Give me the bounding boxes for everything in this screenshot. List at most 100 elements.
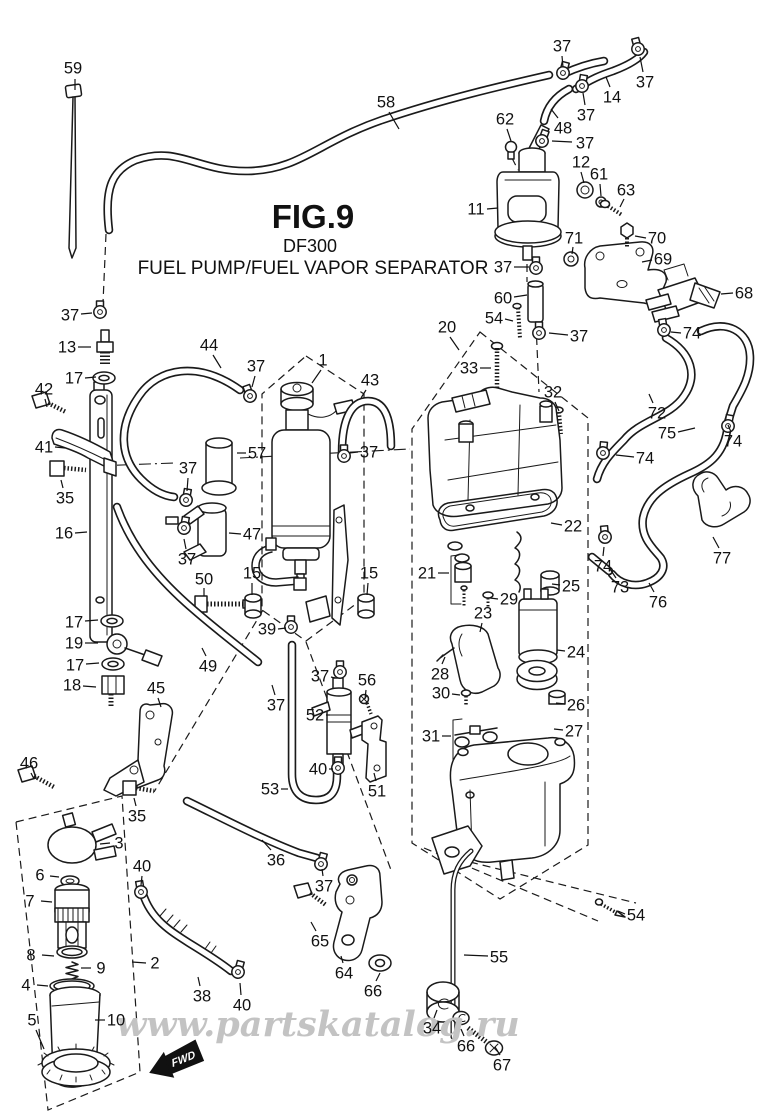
callout-9: 9 <box>96 960 105 978</box>
callout-leader-34 <box>433 1009 438 1019</box>
hose-58 <box>103 70 554 235</box>
callout-leader-41 <box>54 446 66 449</box>
callout-leader-24 <box>556 649 566 652</box>
callout-leader-26 <box>555 702 566 705</box>
callout-42: 42 <box>35 381 53 399</box>
callout-leader-37 <box>348 451 359 454</box>
hose-38 <box>132 879 248 981</box>
callout-leader-42 <box>44 398 48 408</box>
callout-leader-23 <box>479 622 483 633</box>
vst-internal-parts <box>436 531 566 770</box>
callout-59: 59 <box>64 60 82 78</box>
callout-44: 44 <box>200 337 218 355</box>
part-11-filter-canister <box>494 140 624 275</box>
callout-40: 40 <box>133 858 151 876</box>
callout-49: 49 <box>199 658 217 676</box>
callout-leader-54 <box>504 318 514 322</box>
callout-37: 37 <box>570 328 588 346</box>
callout-16: 16 <box>55 525 73 543</box>
callout-leader-74 <box>670 331 682 334</box>
callout-leader-22 <box>550 522 563 526</box>
callout-leader-37 <box>551 140 573 143</box>
callout-leader-43 <box>360 389 367 399</box>
part-59-cable-tie <box>64 83 83 259</box>
callout-36: 36 <box>267 852 285 870</box>
callout-17: 17 <box>65 370 83 388</box>
callout-56: 56 <box>358 672 376 690</box>
callout-74: 74 <box>594 558 612 576</box>
callout-leader-71 <box>571 246 574 255</box>
callout-6: 6 <box>35 867 44 885</box>
callout-leader-2 <box>131 961 147 964</box>
watermark: www.partskatalog.ru <box>116 1004 519 1045</box>
callout-29: 29 <box>500 591 518 609</box>
callout-leader-40 <box>140 875 143 886</box>
callout-leader-37 <box>271 684 276 696</box>
callout-leader-25 <box>551 583 561 586</box>
callout-31: 31 <box>422 728 440 746</box>
callout-leader-60 <box>513 294 528 298</box>
callout-leader-40 <box>239 982 242 996</box>
callout-62: 62 <box>496 111 514 129</box>
parts-64-65-66-bracket <box>293 864 392 972</box>
callout-73: 73 <box>611 579 629 597</box>
part-16-rail-and-fittings <box>31 300 117 643</box>
callout-15: 15 <box>243 565 261 583</box>
callout-70: 70 <box>648 230 666 248</box>
callout-37: 37 <box>179 460 197 478</box>
callout-1: 1 <box>318 352 327 370</box>
callout-69: 69 <box>654 251 672 269</box>
callout-66: 66 <box>457 1038 475 1056</box>
part-20-vapor-separator-body <box>427 386 563 551</box>
callout-leader-77 <box>712 536 720 549</box>
callout-37: 37 <box>267 697 285 715</box>
callout-11: 11 <box>467 201 484 219</box>
callout-leader-48 <box>550 108 559 119</box>
callout-71: 71 <box>565 230 583 248</box>
callout-12: 12 <box>572 154 590 172</box>
callout-38: 38 <box>193 988 211 1006</box>
callout-leader-3 <box>99 842 111 845</box>
callout-leader-47 <box>228 532 242 535</box>
hose-36 <box>182 796 331 873</box>
callout-24: 24 <box>567 644 585 662</box>
callout-37: 37 <box>577 107 595 125</box>
callout-27: 27 <box>565 723 583 741</box>
callout-19: 19 <box>65 635 83 653</box>
callout-18: 18 <box>63 677 81 695</box>
callout-67: 67 <box>493 1057 511 1075</box>
callout-40: 40 <box>309 761 327 779</box>
figure-subtitle: FUEL PUMP/FUEL VAPOR SEPARATOR <box>138 258 489 279</box>
callout-48: 48 <box>554 120 572 138</box>
callout-74: 74 <box>683 325 701 343</box>
parts-52-53-51-56 <box>287 640 387 805</box>
callout-leader-62 <box>506 128 512 142</box>
callout-leader-72 <box>648 393 654 404</box>
callout-37: 37 <box>636 74 654 92</box>
callout-23: 23 <box>474 605 492 623</box>
model-label: DF300 <box>283 236 337 256</box>
callout-21: 21 <box>418 565 436 583</box>
callout-leader-37 <box>251 375 256 388</box>
callout-leader-45 <box>157 697 162 708</box>
callout-35: 35 <box>128 808 146 826</box>
callout-leader-35 <box>133 797 137 807</box>
callout-13: 13 <box>58 339 76 357</box>
callout-61: 61 <box>590 166 608 184</box>
fwd-direction-arrow: FWD <box>149 1039 205 1078</box>
callout-leader-37 <box>80 312 93 315</box>
callout-7: 7 <box>25 893 34 911</box>
callout-37: 37 <box>360 444 378 462</box>
callout-leader-51 <box>373 772 377 782</box>
hoses-44-43-49 <box>112 366 396 667</box>
callout-leader-37 <box>582 92 586 106</box>
callout-leader-36 <box>261 839 272 851</box>
callout-leader-64 <box>340 955 344 964</box>
callout-40: 40 <box>233 997 251 1015</box>
callout-74: 74 <box>724 433 742 451</box>
callout-leader-20 <box>449 336 460 351</box>
callout-55: 55 <box>490 949 508 967</box>
callout-leader-17 <box>84 619 99 622</box>
